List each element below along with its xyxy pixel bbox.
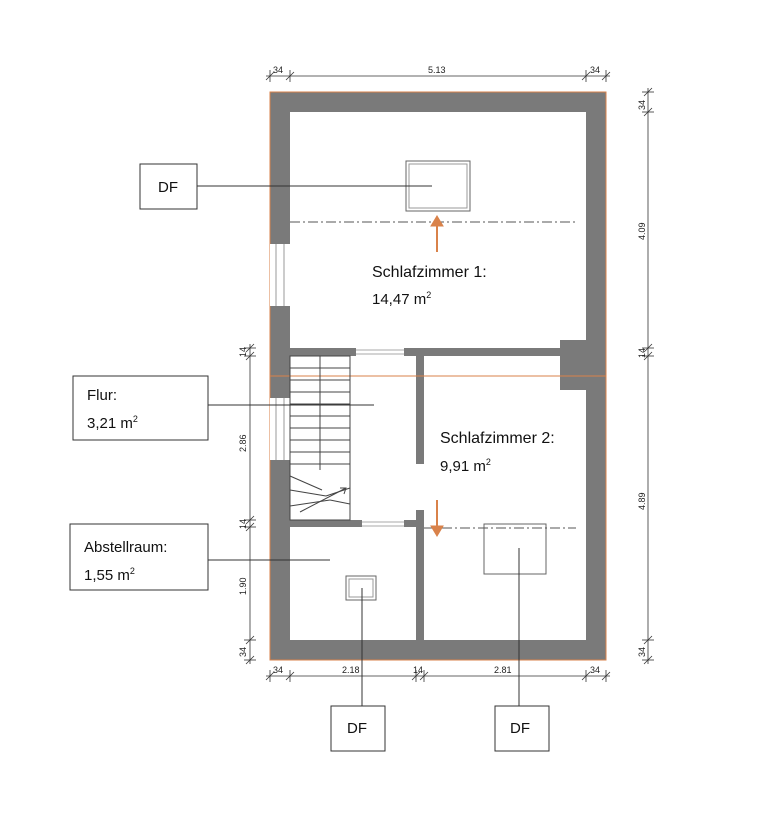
callout-df-top-box — [139, 163, 198, 210]
windows — [270, 244, 290, 460]
room-1-name: Schlafzimmer 1: — [372, 264, 487, 281]
dimension-texts: 34 5.13 34 34 2.18 14 2.81 34 14 2.86 14… — [238, 65, 647, 675]
chimney — [560, 340, 586, 390]
arrow-down-icon — [430, 525, 444, 537]
dim-left-0: 14 — [238, 347, 248, 357]
callout-df-bottom-right-box — [494, 705, 550, 752]
roof-windows — [345, 160, 547, 601]
callout-df-top-label: DF — [158, 179, 178, 196]
partition-wall-upper-right — [404, 348, 560, 356]
direction-arrows — [430, 215, 444, 537]
room-2-area: 9,91 m2 — [440, 457, 491, 475]
dim-right-3: 4.89 — [637, 492, 647, 510]
stair-arrow — [299, 487, 347, 513]
dimension-lines — [244, 70, 654, 682]
callout-df-bottom-right-label: DF — [510, 720, 530, 737]
callout-abstellraum-area: 1,55 m2 — [84, 566, 135, 584]
roof-window-3 — [345, 575, 377, 601]
callout-flur-area: 3,21 m2 — [87, 414, 138, 432]
dim-top-0: 34 — [273, 65, 283, 75]
staircase — [289, 355, 351, 521]
dim-top-1: 5.13 — [428, 65, 446, 75]
dim-left-3: 1.90 — [238, 577, 248, 595]
partition-wall-vertical-top — [416, 356, 424, 464]
dim-bottom-4: 34 — [590, 665, 600, 675]
callouts — [69, 163, 550, 752]
outer-wall-top — [270, 92, 606, 112]
room-1-area: 14,47 m2 — [372, 290, 431, 308]
stair-treads — [289, 367, 351, 507]
doors — [356, 349, 404, 527]
callout-flur-title: Flur: — [87, 387, 117, 404]
partition-wall-upper — [290, 348, 356, 356]
partition-wall-lower-right — [404, 520, 416, 527]
callout-df-bottom-left-box — [330, 705, 386, 752]
dim-right-1: 4.09 — [637, 222, 647, 240]
room-2-name: Schlafzimmer 2: — [440, 430, 555, 447]
partition-wall-vertical-bottom — [416, 510, 424, 640]
dim-left-2: 14 — [238, 519, 248, 529]
dim-right-0: 34 — [637, 100, 647, 110]
arrow-up-icon — [430, 215, 444, 227]
dim-bottom-0: 34 — [273, 665, 283, 675]
window-lower — [270, 398, 290, 460]
callout-flur-box — [72, 375, 209, 441]
dim-left-4: 34 — [238, 647, 248, 657]
roof-window-2 — [483, 523, 547, 575]
callout-df-bottom-left-label: DF — [347, 720, 367, 737]
dim-left-1: 2.86 — [238, 434, 248, 452]
callout-abstellraum-box — [69, 523, 209, 591]
dim-right-4: 34 — [637, 647, 647, 657]
dim-bottom-3: 2.81 — [494, 665, 512, 675]
dim-bottom-2: 14 — [413, 665, 423, 675]
callout-abstellraum-title: Abstellraum: — [84, 539, 167, 556]
dim-top-2: 34 — [590, 65, 600, 75]
dim-right-2: 14 — [637, 348, 647, 358]
partition-wall-lower — [290, 520, 362, 527]
ridge-lines — [290, 221, 576, 529]
outer-wall-bottom — [270, 640, 606, 660]
window-upper — [270, 244, 290, 306]
dim-bottom-1: 2.18 — [342, 665, 360, 675]
